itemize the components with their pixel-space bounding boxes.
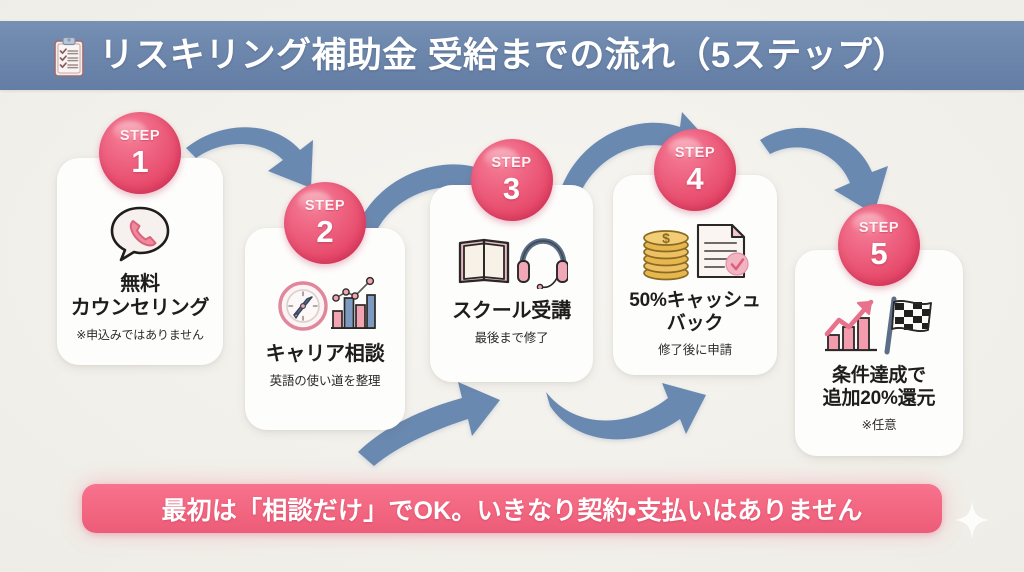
step-badge-number: 3 (502, 170, 521, 206)
step-badge-2: STEP 2 (284, 182, 366, 264)
step-badge-1: STEP 1 (99, 112, 181, 194)
step-card-4[interactable]: STEP 4 $ (613, 129, 777, 375)
step-badge-4: STEP 4 (654, 129, 736, 211)
step-note: ※任意 (861, 418, 897, 433)
step-title: 条件達成で 追加20%還元 (822, 365, 936, 410)
step-card-5[interactable]: STEP 5 (795, 204, 963, 456)
phone-speech-bubble-icon (109, 202, 171, 264)
step-card-3[interactable]: STEP 3 スクール受講 最後まで修了 (430, 139, 593, 382)
open-book-headset-icon (456, 229, 568, 291)
step-badge-3: STEP 3 (470, 139, 553, 221)
svg-text:$: $ (662, 230, 670, 246)
step-badge-number: 4 (686, 160, 704, 196)
step-title: キャリア相談 (265, 343, 385, 365)
step-badge-number: 2 (316, 213, 334, 249)
four-point-star-sparkle-icon (955, 500, 989, 540)
step-card-2[interactable]: STEP 2 (245, 182, 405, 430)
step-badge-5: STEP 5 (838, 204, 920, 286)
arrow-step4-to-step5 (760, 127, 888, 214)
step-badge-word: STEP (491, 155, 532, 172)
step-badge-number: 5 (870, 235, 888, 271)
step-badge-word: STEP (858, 220, 900, 237)
arrow-lower-step3-to-step4 (546, 383, 706, 440)
footer-message-banner: 最初は「相談だけ」でOK。いきなり契約・支払いはありません (82, 484, 942, 533)
compass-bar-chart-icon (273, 272, 377, 334)
step-badge-number: 1 (131, 143, 149, 179)
page-title: リスキリング補助金 受給までの流れ（5ステップ） (99, 36, 908, 75)
step-title: 50%キャッシュ バック (629, 290, 761, 335)
step-title: スクール受講 (452, 300, 571, 322)
step-badge-word: STEP (119, 128, 161, 145)
step-note: 最後まで修了 (474, 331, 549, 346)
step-note: 英語の使い道を整理 (269, 374, 381, 389)
step-note: ※申込みではありません (76, 327, 204, 342)
step-badge-word: STEP (304, 198, 346, 215)
step-card-1[interactable]: STEP 1 無料 カウンセリング ※申込みではありません (57, 112, 223, 365)
step-title: 無料 カウンセリング (70, 273, 210, 320)
clipboard-checklist-icon (54, 36, 84, 77)
coins-document-check-icon: $ (640, 219, 750, 281)
footer-message-text: 最初は「相談だけ」でOK。いきなり契約・支払いはありません (161, 496, 863, 525)
growth-chart-checkered-flag-icon (821, 294, 937, 356)
header-banner: リスキリング補助金 受給までの流れ（5ステップ） (0, 21, 1024, 90)
step-badge-word: STEP (674, 145, 716, 162)
step-note: 修了後に申請 (658, 343, 732, 358)
